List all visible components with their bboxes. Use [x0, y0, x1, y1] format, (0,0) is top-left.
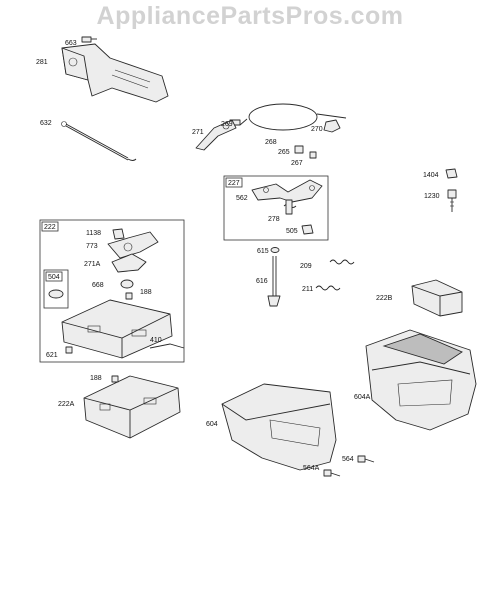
part-1230-valve[interactable] [447, 189, 457, 212]
label-271: 271 [192, 129, 204, 136]
part-271A-lever[interactable] [111, 253, 147, 273]
part-773-plate[interactable] [107, 231, 159, 259]
label-269: 269 [221, 121, 233, 128]
label-615: 615 [257, 248, 269, 255]
part-base-tray[interactable] [61, 299, 173, 359]
label-668: 668 [92, 282, 104, 289]
watermark: AppliancePartsPros.com [96, 2, 404, 30]
part-615-washer[interactable] [270, 247, 280, 253]
label-209: 209 [300, 263, 312, 270]
part-621-clip[interactable] [65, 346, 73, 354]
label-271A: 271A [84, 261, 101, 268]
part-270-nut[interactable] [323, 119, 341, 133]
group-222-tag [41, 221, 59, 232]
label-222B: 222B [376, 295, 393, 302]
label-773: 773 [86, 243, 98, 250]
label-621: 621 [46, 352, 58, 359]
group-504-label: 504 [48, 274, 60, 281]
label-222A: 222A [58, 401, 75, 408]
label-211: 211 [302, 286, 313, 293]
part-1138-nut[interactable] [112, 228, 125, 240]
part-265-clip[interactable] [294, 145, 304, 154]
part-604-shroud[interactable] [221, 383, 337, 471]
part-222A-tray[interactable] [83, 375, 181, 439]
part-1404-nut[interactable] [445, 168, 458, 179]
part-209-spring[interactable] [329, 259, 355, 265]
part-668-gear[interactable] [120, 279, 134, 289]
label-564A: 564A [303, 465, 320, 472]
part-222B-bracket[interactable] [411, 279, 463, 317]
part-562-lever[interactable] [251, 179, 323, 203]
part-564-screw[interactable] [357, 455, 375, 463]
part-663-screw[interactable] [81, 36, 97, 43]
part-505-nut[interactable] [301, 224, 314, 235]
part-211-spring[interactable] [315, 285, 341, 291]
part-564A-screw[interactable] [323, 469, 341, 477]
part-278-spring[interactable] [283, 199, 297, 215]
label-564: 564 [342, 456, 354, 463]
part-604A-shroud[interactable] [365, 329, 477, 431]
label-663: 663 [65, 40, 77, 47]
group-504-box [43, 269, 69, 309]
group-222-box [39, 219, 185, 363]
group-222-label: 222 [44, 224, 56, 231]
part-267-screw[interactable] [309, 151, 317, 159]
part-281-bracket[interactable] [61, 43, 169, 103]
label-505: 505 [286, 228, 298, 235]
label-265: 265 [278, 149, 290, 156]
label-188-b: 188 [90, 375, 102, 382]
part-616-shaft[interactable] [267, 256, 281, 307]
label-281: 281 [36, 59, 48, 66]
label-632: 632 [40, 120, 52, 127]
label-410: 410 [150, 337, 162, 344]
label-267: 267 [291, 160, 303, 167]
label-1138: 1138 [86, 230, 101, 237]
label-562: 562 [236, 195, 248, 202]
part-271-lever[interactable] [195, 119, 237, 151]
label-604: 604 [206, 421, 218, 428]
group-227-label: 227 [228, 180, 240, 187]
label-1404: 1404 [423, 172, 439, 179]
label-1230: 1230 [424, 193, 440, 200]
group-227-box [223, 175, 329, 241]
part-188a-screw[interactable] [125, 292, 133, 300]
label-616: 616 [256, 278, 268, 285]
part-410-wire[interactable] [149, 343, 185, 349]
label-278: 278 [268, 216, 280, 223]
group-504-tag [45, 271, 63, 282]
part-504-retainer[interactable] [48, 289, 64, 299]
part-188b-screw[interactable] [111, 375, 119, 383]
part-632-rod[interactable] [61, 121, 137, 161]
label-188-a: 188 [140, 289, 152, 296]
label-270: 270 [311, 126, 323, 133]
part-269-cable[interactable] [229, 103, 347, 131]
label-268: 268 [265, 139, 277, 146]
group-227-tag [225, 177, 243, 188]
label-604A: 604A [354, 394, 371, 401]
